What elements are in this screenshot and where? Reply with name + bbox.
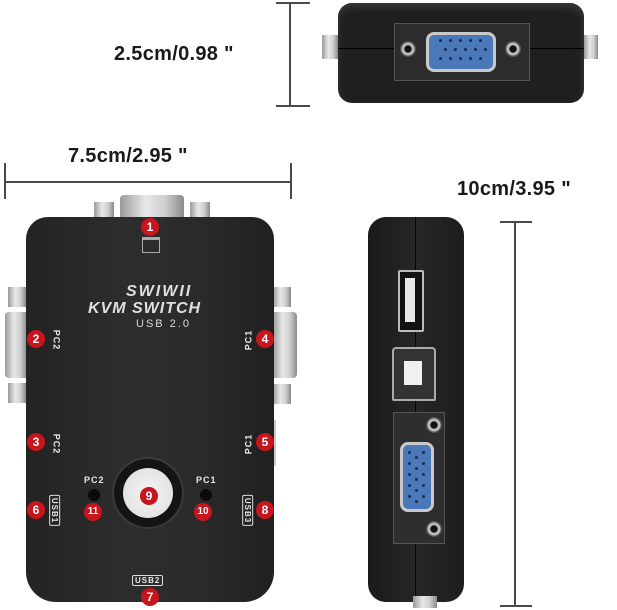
width-dimension-cap-left [4, 163, 6, 199]
label-pc1-bottom: PC1 [243, 433, 254, 455]
label-led-pc1: PC1 [196, 475, 217, 485]
vga-pin [415, 456, 418, 459]
vga-pin [415, 467, 418, 470]
label-usb1: USB1 [49, 494, 61, 527]
vga-pin [415, 500, 418, 503]
label-pc2-bottom: PC2 [51, 433, 62, 455]
vga-pin [422, 473, 425, 476]
vga-pin [474, 48, 477, 51]
callout-4: 4 [256, 330, 274, 348]
vga-pin [408, 451, 411, 454]
vga-pin [464, 48, 467, 51]
width-dimension-label: 7.5cm/2.95 " [68, 145, 188, 167]
vga-pin [422, 484, 425, 487]
vga-pin [449, 39, 452, 42]
callout-10: 10 [194, 503, 212, 521]
vga-pin [422, 495, 425, 498]
left-screw-top [8, 287, 26, 307]
end-view-connector-right [584, 35, 598, 59]
vga-pin [459, 39, 462, 42]
height-dimension-cap-top [276, 2, 310, 4]
led-pc2-indicator [88, 489, 100, 501]
screw-icon [426, 521, 442, 537]
callout-8: 8 [256, 501, 274, 519]
side-seam [415, 217, 416, 602]
front-view-device: SWIWII KVM SWITCH USB 2.0 PC2 PC2 USB1 P… [26, 217, 274, 602]
vga-pin [422, 462, 425, 465]
callout-9: 9 [140, 487, 158, 505]
usb-a-port-icon [398, 270, 424, 332]
callout-7: 7 [141, 588, 159, 606]
vga-pin [415, 489, 418, 492]
vga-pin [415, 478, 418, 481]
screw-icon [505, 41, 521, 57]
end-view-connector-left [322, 35, 338, 59]
vga-pin [408, 495, 411, 498]
callout-3: 3 [27, 433, 45, 451]
width-dimension-line [5, 181, 292, 183]
vga-pin [422, 451, 425, 454]
left-vga-connector [5, 312, 27, 378]
top-screw-right [190, 202, 210, 220]
right-screw-bottom [273, 384, 291, 404]
screw-icon [426, 417, 442, 433]
vga-pin [469, 57, 472, 60]
length-dimension-cap-top [500, 221, 532, 223]
height-dimension-cap-bottom [276, 105, 310, 107]
callout-2: 2 [27, 330, 45, 348]
label-usb2: USB2 [132, 575, 164, 586]
model-logo: KVM SWITCH [88, 300, 202, 317]
left-screw-bottom [8, 383, 26, 403]
length-dimension-cap-bottom [500, 605, 532, 607]
callout-11: 11 [84, 503, 102, 521]
vga-pin [479, 57, 482, 60]
label-usb3: USB3 [242, 494, 254, 527]
length-dimension-line [514, 222, 516, 606]
label-pc1-top: PC1 [243, 329, 254, 351]
side-vga-port-icon [400, 442, 434, 512]
screw-icon [400, 41, 416, 57]
vga-pin [479, 39, 482, 42]
vga-pin [449, 57, 452, 60]
usb-b-tongue [404, 361, 422, 385]
height-dimension-line [289, 3, 291, 106]
top-vga-connector [120, 195, 184, 220]
vga-pin [408, 462, 411, 465]
right-screw-top [273, 287, 291, 307]
vga-pin [408, 484, 411, 487]
led-pc1-indicator [200, 489, 212, 501]
top-screw-left [94, 202, 114, 220]
end-view-device [338, 3, 584, 103]
callout-1: 1 [141, 218, 159, 236]
right-vga-connector [273, 312, 297, 378]
brand-logo: SWIWII [126, 283, 193, 300]
vga-pin [408, 473, 411, 476]
vga-pin [469, 39, 472, 42]
vga-pin [444, 48, 447, 51]
callout-5: 5 [256, 433, 274, 451]
width-dimension-cap-right [290, 163, 292, 199]
vga-pin [439, 39, 442, 42]
length-dimension-label: 10cm/3.95 " [457, 178, 571, 200]
side-view-device [368, 217, 464, 602]
label-pc2-top: PC2 [51, 329, 62, 351]
usb-a-tongue [405, 278, 415, 322]
callout-6: 6 [27, 501, 45, 519]
usb-b-port-icon [392, 347, 436, 401]
height-dimension-label: 2.5cm/0.98 " [114, 43, 234, 65]
monitor-icon [142, 237, 160, 253]
vga-pin [459, 57, 462, 60]
vga-pin [439, 57, 442, 60]
right-usb-edge [272, 420, 276, 466]
interface-logo: USB 2.0 [136, 318, 191, 330]
vga-port-icon [426, 32, 496, 72]
label-led-pc2: PC2 [84, 475, 105, 485]
side-bottom-connector [413, 596, 437, 608]
vga-pin [454, 48, 457, 51]
vga-pin [484, 48, 487, 51]
